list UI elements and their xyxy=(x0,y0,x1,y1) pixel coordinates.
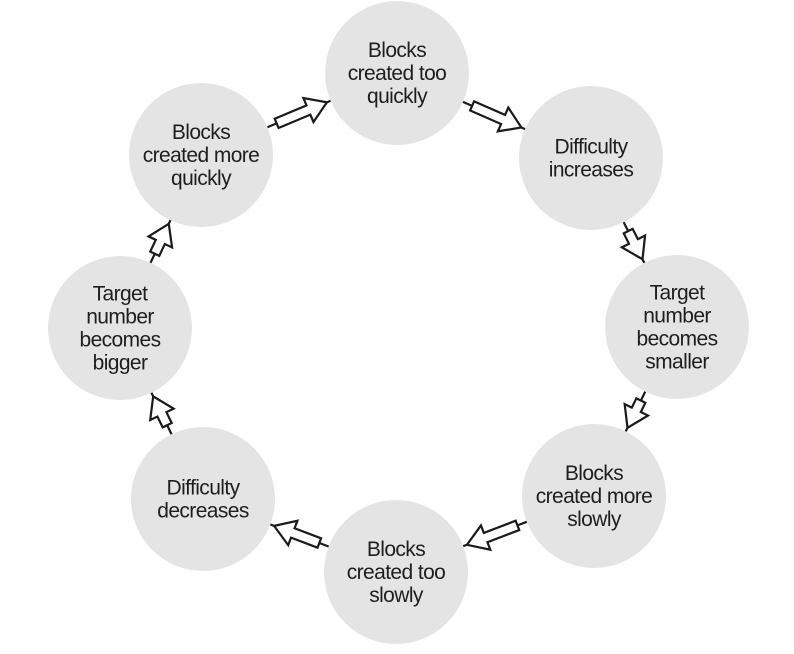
node-label-line: Blocks xyxy=(367,538,425,561)
node-label-line: created too xyxy=(348,62,446,85)
cycle-arrow xyxy=(462,519,528,552)
node-label-line: created more xyxy=(143,144,260,167)
node-label-line: created too xyxy=(347,561,445,584)
node-label-line: becomes xyxy=(636,328,717,351)
cycle-arrow xyxy=(462,99,526,133)
node-label-line: Blocks xyxy=(172,121,230,144)
node-circle xyxy=(131,427,275,571)
node-label-line: Difficulty xyxy=(555,136,629,159)
arrow-connector xyxy=(639,391,647,402)
node-label-line: Target xyxy=(650,282,706,305)
arrow-icon xyxy=(146,222,174,258)
node-label-line: Target xyxy=(93,283,149,306)
node-circle xyxy=(519,86,663,230)
cycle-arrow xyxy=(146,219,174,264)
node-label-line: decreases xyxy=(157,500,249,523)
arrow-icon xyxy=(468,99,524,133)
arrow-icon xyxy=(623,396,651,430)
node-label-line: increases xyxy=(549,159,634,182)
arrow-connector xyxy=(149,253,156,264)
cycle-arrow xyxy=(269,519,330,550)
cycle-arrow xyxy=(619,221,647,264)
cycle-arrow xyxy=(148,392,176,435)
node-label-line: created more xyxy=(536,485,653,508)
arrow-connector xyxy=(166,424,173,435)
node-label-line: becomes xyxy=(79,329,160,352)
arrow-connector xyxy=(318,541,330,548)
node-circle xyxy=(324,500,468,644)
arrow-icon xyxy=(148,394,176,429)
node-label-line: slowly xyxy=(369,584,424,607)
edge-layer xyxy=(146,96,651,552)
arrow-icon xyxy=(619,227,647,262)
node-circle xyxy=(325,1,469,145)
node-circle xyxy=(48,256,192,400)
node-label-line: Blocks xyxy=(565,462,623,485)
arrow-connector xyxy=(622,221,630,232)
node-circle xyxy=(605,255,749,399)
node-label-line: slowly xyxy=(567,508,622,531)
node-label-line: number xyxy=(86,306,154,329)
node-label-line: bigger xyxy=(93,352,148,375)
node-label-line: Difficulty xyxy=(167,477,241,500)
node-label-line: smaller xyxy=(645,351,709,374)
arrow-icon xyxy=(272,519,323,550)
node-label-line: quickly xyxy=(367,85,428,108)
node-label-line: number xyxy=(643,305,711,328)
arrow-connector xyxy=(462,100,473,107)
arrow-connector xyxy=(517,520,528,527)
node-label-line: quickly xyxy=(171,167,232,190)
node-label-line: Blocks xyxy=(368,39,426,62)
node-circle xyxy=(522,424,666,568)
cycle-arrow xyxy=(623,391,651,432)
node-circle xyxy=(129,83,273,227)
arrow-icon xyxy=(465,519,521,552)
cycle-arrow xyxy=(266,96,332,130)
arrow-icon xyxy=(273,96,329,130)
arrow-connector xyxy=(266,122,278,129)
